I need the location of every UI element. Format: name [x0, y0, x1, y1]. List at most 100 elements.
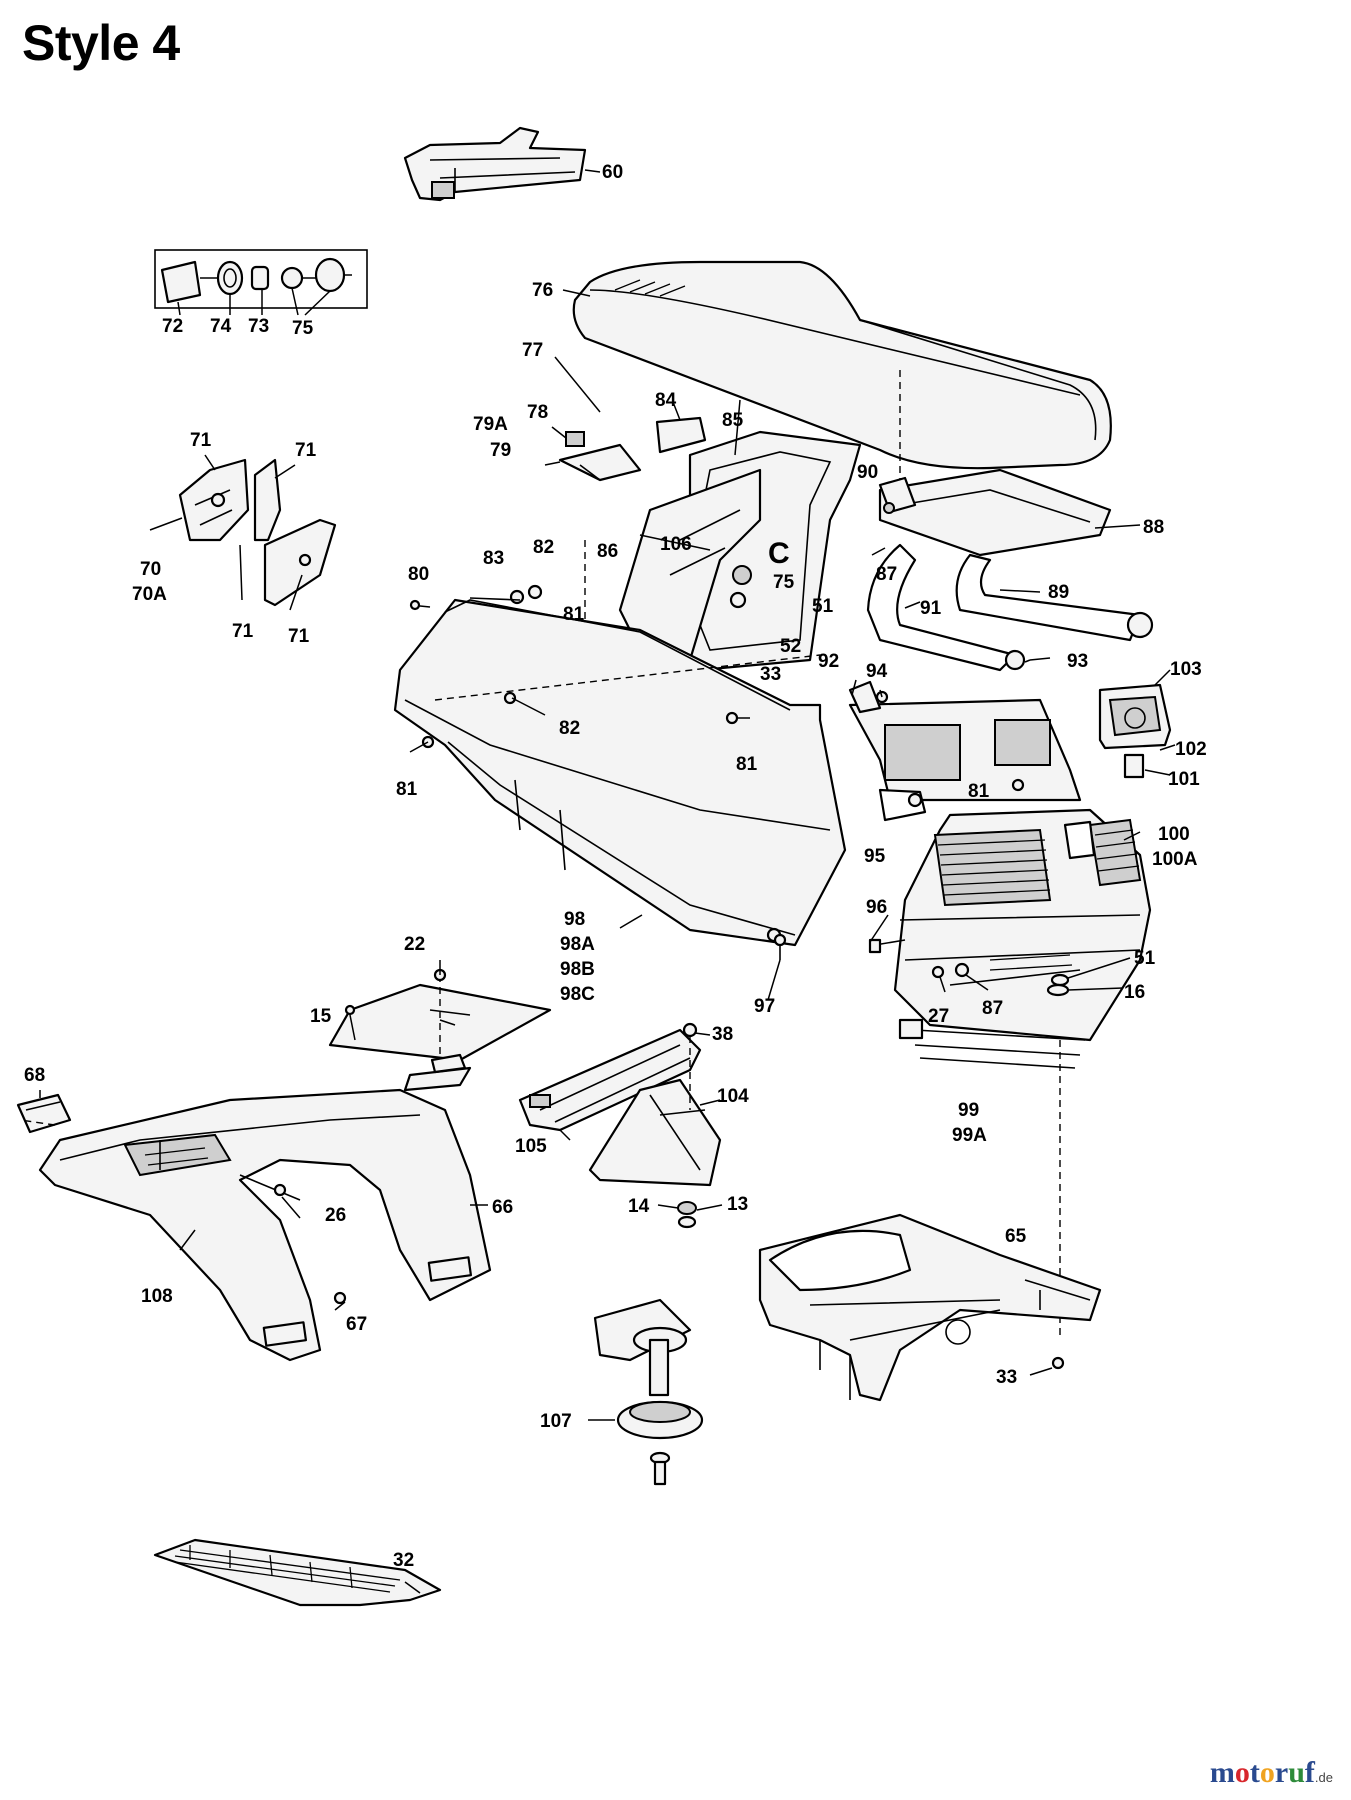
callout-81-c: 81 — [396, 779, 418, 800]
callout-76: 76 — [532, 280, 553, 301]
callout-27: 27 — [928, 1006, 949, 1027]
callout-85: 85 — [722, 410, 744, 431]
callout-92: 92 — [818, 651, 839, 672]
hood-hardware-80-83 — [409, 584, 750, 725]
callout-75: 75 — [292, 318, 314, 339]
callout-78: 78 — [527, 402, 548, 423]
callout-98a: 98A — [560, 934, 595, 955]
watermark-letter: r — [1274, 1756, 1289, 1789]
callout-71-d: 71 — [288, 626, 310, 647]
callout-66: 66 — [492, 1197, 513, 1218]
callout-68: 68 — [24, 1065, 45, 1086]
watermark-suffix: .de — [1314, 1770, 1333, 1785]
callout-98b: 98B — [560, 959, 595, 980]
floor-plate-15-22 — [328, 960, 552, 1092]
callout-87-b: 87 — [982, 998, 1003, 1019]
hood-panel-98 — [393, 540, 847, 947]
callout-71-b: 71 — [295, 440, 317, 461]
callout-106: 106 — [660, 534, 692, 555]
callout-98: 98 — [564, 909, 585, 930]
dash-panel-85-86 — [618, 399, 862, 672]
callout-81-a: 81 — [563, 604, 585, 625]
callout-86: 86 — [597, 541, 618, 562]
callout-81-d: 81 — [968, 781, 990, 802]
callout-90: 90 — [857, 462, 878, 483]
watermark-letter: u — [1288, 1756, 1305, 1789]
callout-98c: 98C — [560, 984, 595, 1005]
callout-79a: 79A — [473, 414, 508, 435]
callout-89: 89 — [1048, 582, 1069, 603]
callout-84: 84 — [655, 390, 677, 411]
headlight-101-103 — [1098, 669, 1176, 779]
callout-16: 16 — [1124, 982, 1145, 1003]
callout-77: 77 — [522, 340, 543, 361]
callout-100: 100 — [1158, 824, 1190, 845]
rear-fender-66-108 — [19, 1088, 492, 1362]
nose-hardware — [767, 914, 1131, 1001]
callout-104: 104 — [717, 1086, 749, 1107]
watermark-letter: o — [1234, 1756, 1250, 1789]
callout-65: 65 — [1005, 1226, 1027, 1247]
watermark-letter: t — [1249, 1756, 1260, 1789]
grille-nose-100 — [893, 808, 1152, 1340]
mount-brackets-104-105 — [518, 1022, 723, 1229]
callout-74: 74 — [210, 316, 232, 337]
seat-cushion-76 — [562, 260, 1112, 520]
grille-bracket-92-95 — [848, 657, 1082, 822]
page-title: Style 4 — [22, 15, 180, 71]
callout-32: 32 — [393, 1550, 414, 1571]
callout-87-a: 87 — [876, 564, 897, 585]
callout-101: 101 — [1168, 769, 1200, 790]
callout-97: 97 — [754, 996, 775, 1017]
callout-33-a: 33 — [760, 664, 781, 685]
callout-22: 22 — [404, 934, 425, 955]
callout-14: 14 — [628, 1196, 650, 1217]
callout-82-a: 82 — [533, 537, 554, 558]
callout-102: 102 — [1175, 739, 1207, 760]
callout-105: 105 — [515, 1136, 547, 1157]
watermark-letter: o — [1259, 1756, 1275, 1789]
callout-100a: 100A — [1152, 849, 1198, 870]
callout-103: 103 — [1170, 659, 1202, 680]
seat-bracket-60 — [403, 126, 601, 202]
callout-81-b: 81 — [736, 754, 758, 775]
callout-83: 83 — [483, 548, 504, 569]
callout-75-b: 75 — [773, 572, 795, 593]
callout-93: 93 — [1067, 651, 1088, 672]
callout-88: 88 — [1143, 517, 1164, 538]
callout-79: 79 — [490, 440, 511, 461]
callout-26: 26 — [325, 1205, 346, 1226]
callout-labels: 60 72 74 73 75 76 77 78 79A 79 84 85 71 … — [24, 162, 1207, 1571]
callout-13: 13 — [727, 1194, 748, 1215]
switch-parts-77-79 — [544, 356, 707, 482]
callout-99a: 99A — [952, 1125, 987, 1146]
frame-65 — [758, 1213, 1102, 1402]
callout-71-a: 71 — [190, 430, 212, 451]
callout-38: 38 — [712, 1024, 733, 1045]
callout-91: 91 — [920, 598, 942, 619]
ignition-parts-kit — [154, 249, 368, 316]
callout-70: 70 — [140, 559, 161, 580]
callout-96: 96 — [866, 897, 887, 918]
callout-107: 107 — [540, 1411, 572, 1432]
foot-plate-32 — [153, 1538, 442, 1607]
callout-82-b: 82 — [559, 718, 580, 739]
callout-73: 73 — [248, 316, 269, 337]
callout-51-b: 51 — [1134, 948, 1156, 969]
hinge-brackets-70-71 — [149, 454, 337, 611]
callout-67: 67 — [346, 1314, 367, 1335]
hood-hinge-88-91 — [866, 468, 1154, 672]
callout-95: 95 — [864, 846, 886, 867]
callout-70a: 70A — [132, 584, 167, 605]
tail-light-68 — [16, 1090, 72, 1134]
callout-108: 108 — [141, 1286, 173, 1307]
callout-99: 99 — [958, 1100, 979, 1121]
callout-c: C — [768, 537, 790, 570]
watermark-letter: m — [1209, 1756, 1235, 1789]
watermark-letter: f — [1304, 1756, 1315, 1789]
callout-15: 15 — [310, 1006, 332, 1027]
callout-72: 72 — [162, 316, 183, 337]
callout-80: 80 — [408, 564, 429, 585]
pulley-107 — [588, 1298, 704, 1486]
